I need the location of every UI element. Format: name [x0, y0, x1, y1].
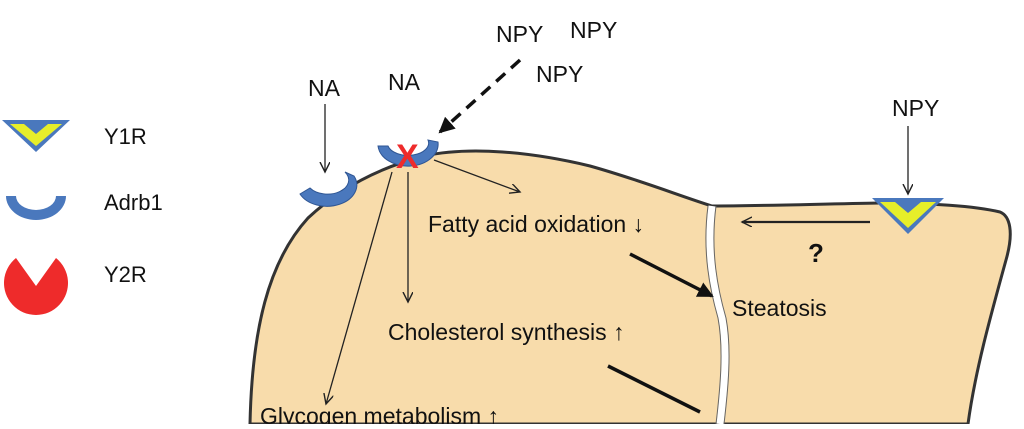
y2r-pacman-icon — [4, 258, 68, 315]
cholesterol-synthesis-label: Cholesterol synthesis ↑ — [388, 319, 625, 345]
y1r-receptor-right — [872, 198, 944, 234]
steatosis-label: Steatosis — [732, 295, 827, 321]
legend-label-adrb1: Adrb1 — [104, 190, 163, 215]
fatty-acid-oxidation-label: Fatty acid oxidation ↓ — [428, 211, 644, 237]
npy-label-top-2: NPY — [570, 17, 617, 43]
na-label-2: NA — [388, 69, 421, 95]
adrb1-receptor-left — [299, 171, 358, 207]
legend: Y1R Adrb1 Y2R — [2, 120, 163, 315]
liver-shape — [248, 149, 1012, 426]
arrow-cholesterol-to-steatosis — [607, 364, 701, 414]
liver-lobe-fissure-edge-right — [713, 205, 730, 425]
adrb1-receptor-blocked — [377, 139, 439, 167]
adrb1-cup-icon — [6, 196, 66, 220]
na-label-1: NA — [308, 75, 341, 101]
arrow-to-glycogen — [326, 171, 393, 404]
legend-label-y1r: Y1R — [104, 124, 147, 149]
npy-label-top-1: NPY — [496, 21, 543, 47]
question-mark: ? — [808, 238, 824, 268]
liver-lobe-fissure — [706, 205, 729, 425]
npy-dashed-arrow — [438, 58, 522, 134]
liver-lobe-fissure-edge-left — [705, 205, 722, 425]
legend-label-y2r: Y2R — [104, 262, 147, 287]
arrow-to-fatty-acid — [433, 159, 520, 192]
blocked-x-mark: X — [396, 138, 419, 176]
y1r-chevron-icon — [2, 120, 70, 152]
npy-label-top-3: NPY — [536, 61, 583, 87]
arrow-fatty-acid-to-steatosis — [629, 252, 714, 298]
glycogen-metabolism-label: Glycogen metabolism ↑ — [260, 403, 499, 424]
npy-label-right: NPY — [892, 95, 939, 121]
